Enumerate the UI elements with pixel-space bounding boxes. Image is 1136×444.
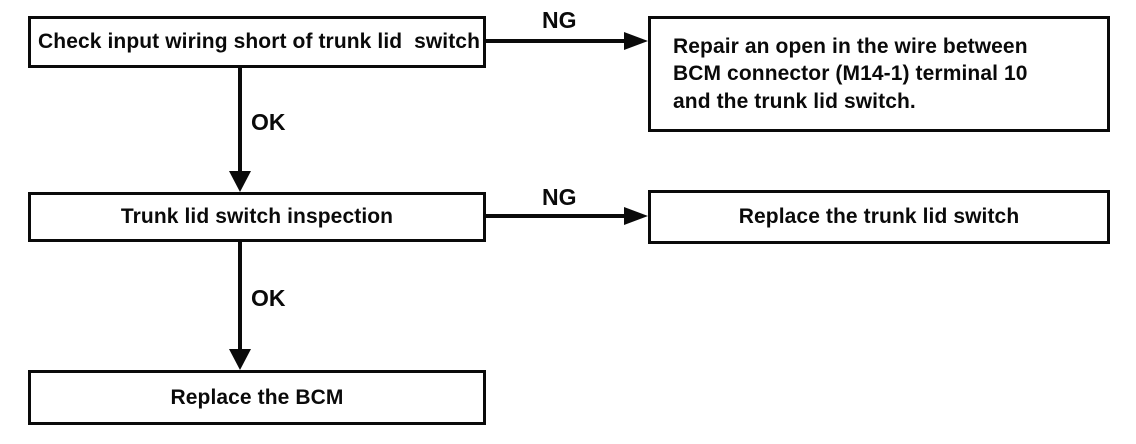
arrow-shaft <box>238 242 242 350</box>
flow-node-label: Repair an open in the wire between BCM c… <box>673 35 1028 113</box>
arrow-right-icon <box>624 207 648 225</box>
flow-node-label: Replace the BCM <box>170 385 344 409</box>
flow-node-label: Check input wiring short of trunk lid sw… <box>38 30 481 54</box>
arrow-shaft <box>238 68 242 173</box>
flow-node-label: Replace the trunk lid switch <box>738 205 1020 229</box>
arrow-down-icon <box>229 349 251 370</box>
flow-node-label: Trunk lid switch inspection <box>120 205 394 229</box>
flow-node-check-input-wiring: Check input wiring short of trunk lid sw… <box>28 16 486 68</box>
arrow-shaft <box>486 39 626 43</box>
arrow-shaft <box>486 214 626 218</box>
flow-node-repair-open-wire: Repair an open in the wire between BCM c… <box>648 16 1110 132</box>
edge-label-ng: NG <box>542 7 577 33</box>
flow-node-trunk-lid-switch-inspection: Trunk lid switch inspection <box>28 192 486 242</box>
flow-node-replace-trunk-lid-switch: Replace the trunk lid switch <box>648 190 1110 244</box>
flow-node-replace-bcm: Replace the BCM <box>28 370 486 425</box>
edge-label-ok: OK <box>251 285 286 311</box>
arrow-right-icon <box>624 32 648 50</box>
edge-label-ng: NG <box>542 184 577 210</box>
edge-label-ok: OK <box>251 109 286 135</box>
arrow-down-icon <box>229 171 251 192</box>
